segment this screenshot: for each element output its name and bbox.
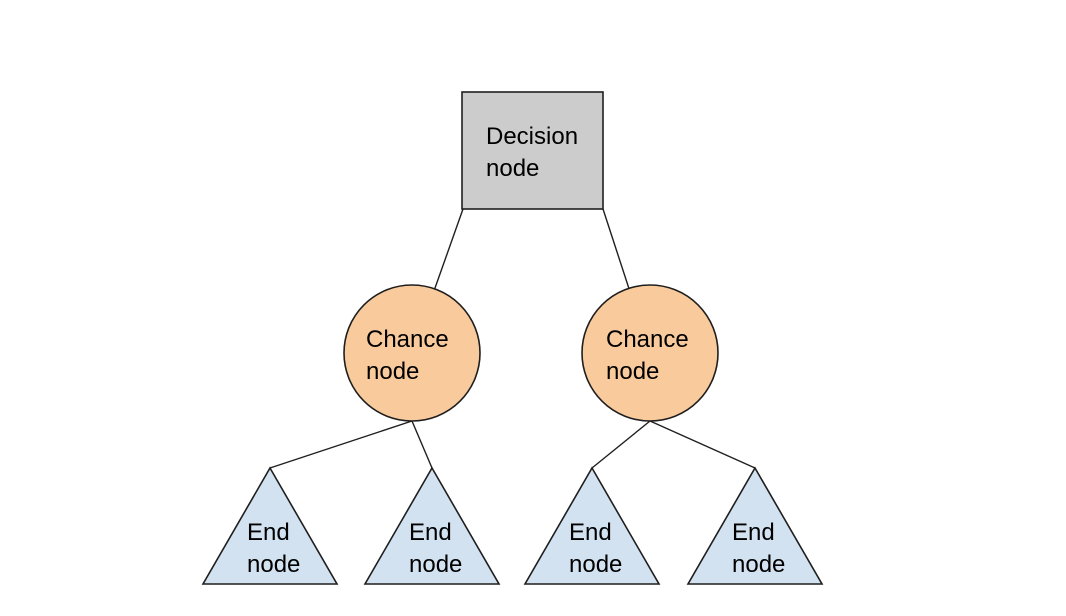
edge-chance-left-to-end-1 bbox=[269, 420, 413, 469]
edge-chance-right-to-end-3 bbox=[591, 420, 651, 469]
end-node-2-label-line1: End bbox=[409, 519, 452, 546]
chance-node-left-label-line2: node bbox=[366, 358, 419, 385]
end-node-1-label-line2: node bbox=[247, 551, 300, 578]
end-node-4-label-line1: End bbox=[732, 519, 775, 546]
decision-node-label-line2: node bbox=[486, 155, 539, 182]
end-node-2-label-line2: node bbox=[409, 551, 462, 578]
end-node-3-shape bbox=[523, 466, 661, 585]
end-node-4-label-line2: node bbox=[732, 551, 785, 578]
edge-chance-left-to-end-2 bbox=[411, 420, 433, 469]
chance-node-right-label-line2: node bbox=[606, 358, 659, 385]
end-node-1-label-line1: End bbox=[247, 519, 290, 546]
end-node-4-shape bbox=[686, 466, 824, 585]
chance-node-left-label-line1: Chance bbox=[366, 326, 449, 353]
decision-node-label-line1: Decision bbox=[486, 123, 578, 150]
edge-chance-right-to-end-4 bbox=[649, 420, 756, 469]
end-node-3-label-line2: node bbox=[569, 551, 622, 578]
end-node-1-shape bbox=[201, 466, 339, 585]
chance-node-right-shape bbox=[581, 284, 719, 422]
decision-node-shape bbox=[461, 91, 604, 210]
chance-node-right-label-line1: Chance bbox=[606, 326, 689, 353]
chance-node-left-shape bbox=[343, 284, 481, 422]
end-node-3-label-line1: End bbox=[569, 519, 612, 546]
end-node-2-shape bbox=[363, 466, 501, 585]
